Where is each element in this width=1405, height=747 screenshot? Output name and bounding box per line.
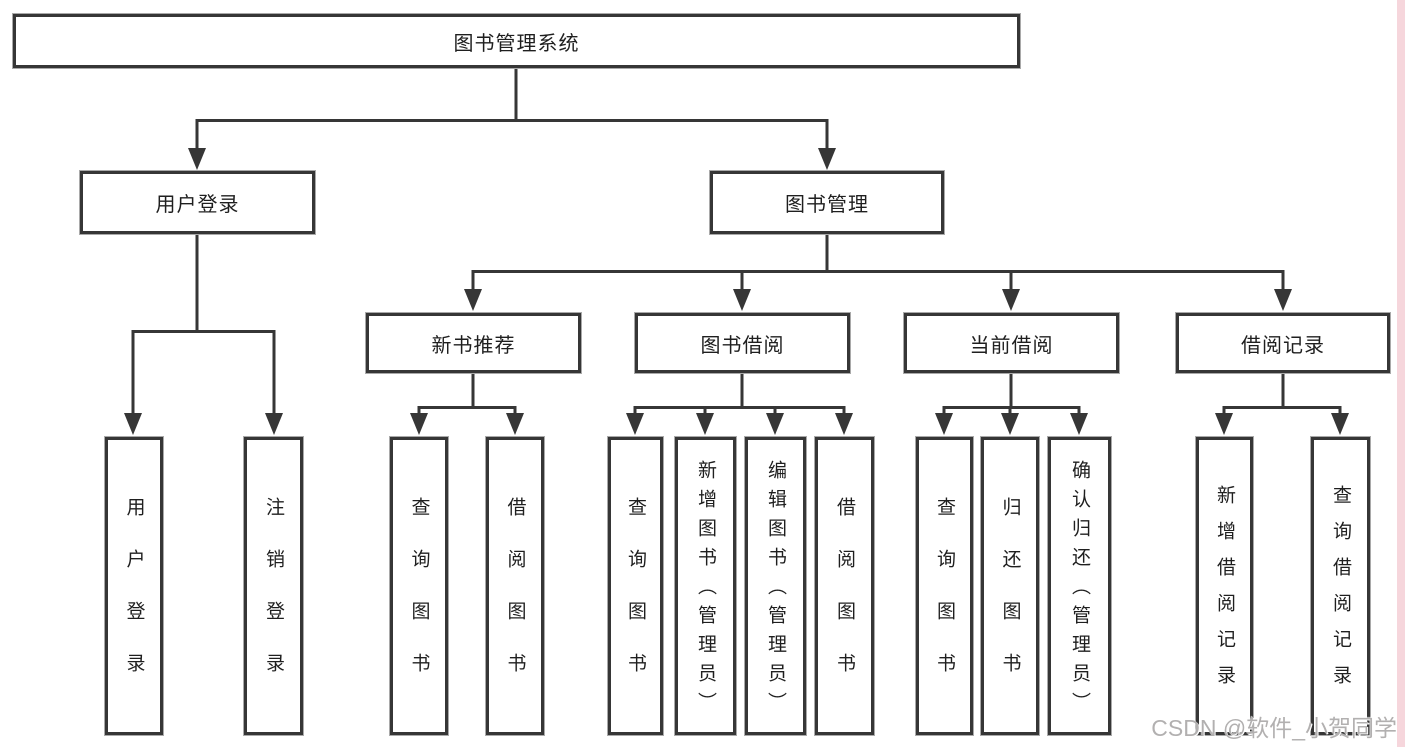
node-library-management-system: 图书管理系统 [13,14,1020,68]
leaf-confirm-return-admin: 确认归还（管理员） [1048,437,1111,735]
leaf-edit-books-admin: 编辑图书（管理员） [745,437,806,735]
leaf-borrow-books-borrowing: 借阅图书 [815,437,874,735]
leaf-label: 注销登录 [263,497,284,705]
csdn-watermark: CSDN @软件_小贺同学 [1151,715,1397,741]
arrowheads [124,148,1349,435]
leaf-borrow-books-recommend: 借阅图书 [486,437,544,735]
leaf-query-books-recommend: 查询图书 [390,437,448,735]
leaf-label: 编辑图书（管理员） [765,459,786,721]
node-book-borrowing: 图书借阅 [635,313,850,373]
leaf-label: 用户登录 [123,497,145,705]
node-user-login: 用户登录 [80,171,315,234]
leaf-label: 查询借阅记录 [1330,485,1351,701]
leaf-label: 借阅图书 [504,497,526,705]
leaf-logout-login: 注销登录 [244,437,303,735]
right-edge-strip [1397,0,1405,747]
leaf-label: 新增图书（管理员） [695,459,716,721]
leaf-label: 查询图书 [408,497,430,705]
leaf-return-books: 归还图书 [981,437,1039,735]
leaf-label: 归还图书 [999,497,1021,705]
leaf-label: 新增借阅记录 [1214,485,1235,701]
node-new-book-recommend: 新书推荐 [366,313,581,373]
leaf-query-books-current: 查询图书 [916,437,973,735]
leaf-add-borrow-record: 新增借阅记录 [1196,437,1253,735]
leaf-add-books-admin: 新增图书（管理员） [675,437,736,735]
leaf-label: 确认归还（管理员） [1069,459,1090,721]
leaf-query-borrow-record: 查询借阅记录 [1311,437,1370,735]
node-book-management: 图书管理 [710,171,944,234]
leaf-label: 查询图书 [625,497,646,705]
leaf-label: 借阅图书 [834,497,855,705]
node-borrowing-records: 借阅记录 [1176,313,1390,373]
node-current-borrowing: 当前借阅 [904,313,1119,373]
leaf-query-books-borrowing: 查询图书 [608,437,663,735]
leaf-user-login: 用户登录 [105,437,163,735]
leaf-label: 查询图书 [934,497,955,705]
